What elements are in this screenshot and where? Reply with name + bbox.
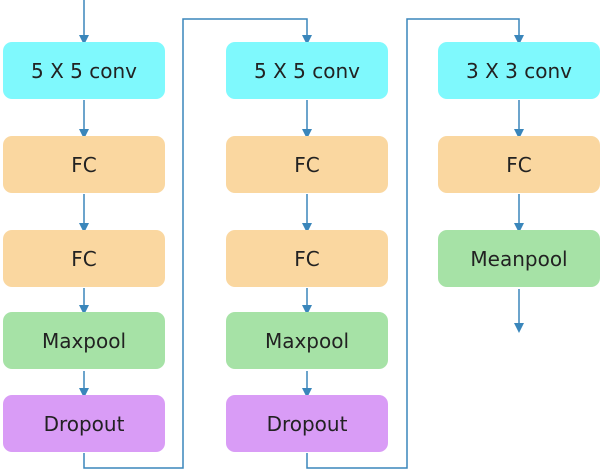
c2-maxpool-block: Maxpool: [226, 312, 388, 369]
c2-conv-block: 5 X 5 conv: [226, 42, 388, 99]
c3-conv-block: 3 X 3 conv: [438, 42, 600, 99]
c3-meanpool-block: Meanpool: [438, 230, 600, 287]
c1-maxpool-block: Maxpool: [3, 312, 165, 369]
c3-fc-block: FC: [438, 136, 600, 193]
c1-fc-block-1: FC: [3, 136, 165, 193]
c1-dropout-block: Dropout: [3, 395, 165, 452]
connector-col2-col3: [306, 18, 524, 469]
c2-dropout-block: Dropout: [226, 395, 388, 452]
c1-fc-block-2: FC: [3, 230, 165, 287]
connector-col1-col2: [83, 18, 312, 469]
c2-fc-block-1: FC: [226, 136, 388, 193]
c2-fc-block-2: FC: [226, 230, 388, 287]
c1-conv-block: 5 X 5 conv: [3, 42, 165, 99]
